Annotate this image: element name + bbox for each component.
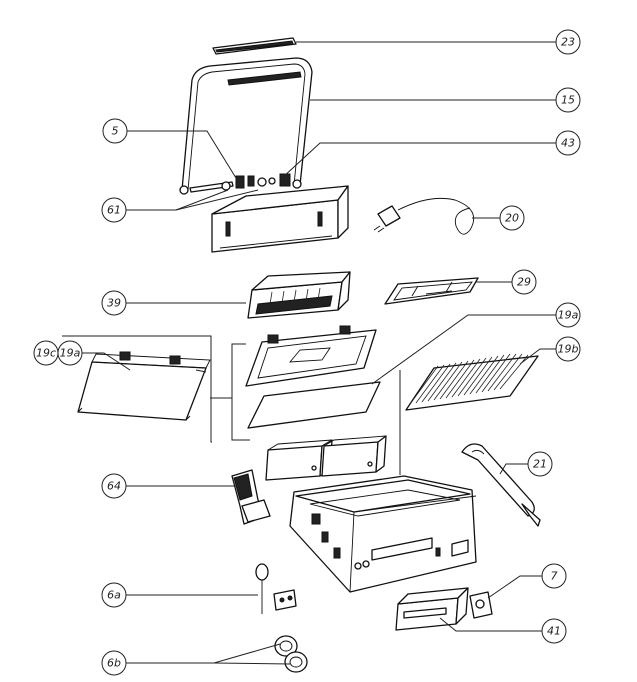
callout-5: 5 (102, 118, 128, 144)
svg-text:19a: 19a (60, 347, 81, 360)
svg-text:7: 7 (551, 570, 558, 583)
part-hinge-assembly (189, 173, 291, 193)
svg-text:61: 61 (107, 204, 121, 217)
part-flat-plate-19a (247, 381, 381, 429)
svg-text:5: 5 (112, 125, 119, 138)
svg-text:23: 23 (561, 36, 575, 49)
svg-text:19a: 19a (558, 309, 579, 322)
svg-text:29: 29 (517, 276, 531, 289)
part-handle-grip (212, 37, 297, 55)
callout-61: 61 (101, 197, 127, 223)
svg-text:39: 39 (107, 297, 121, 310)
callout-39: 39 (101, 290, 127, 316)
svg-text:20: 20 (505, 212, 519, 225)
svg-text:41: 41 (547, 625, 561, 638)
callout-19b: 19b (555, 336, 581, 362)
part-heater-carrier (247, 271, 351, 319)
callout-6a: 6a (101, 582, 127, 608)
part-grill-grate (384, 277, 479, 305)
group-frame-lines (62, 335, 250, 443)
leader-lines (82, 41, 556, 665)
part-switch (469, 591, 493, 619)
svg-text:6b: 6b (107, 657, 121, 670)
part-drip-drawer (395, 587, 469, 631)
svg-text:19c: 19c (36, 347, 56, 360)
callout-19c: 19c (33, 340, 59, 366)
part-handle-frame (179, 57, 313, 195)
part-ribbed-plate-19b (405, 353, 539, 411)
part-power-cord (373, 197, 475, 235)
part-upper-housing (211, 185, 349, 253)
svg-text:64: 64 (107, 480, 121, 493)
callout-15: 15 (555, 87, 581, 113)
svg-text:6a: 6a (107, 589, 121, 602)
callout-41: 41 (541, 618, 567, 644)
callout-64: 64 (101, 473, 127, 499)
part-upper-plate-frame (245, 325, 377, 387)
part-scraper (231, 469, 271, 525)
part-tube (461, 443, 541, 527)
svg-text:43: 43 (561, 137, 575, 150)
part-side-plate-assembly (77, 351, 211, 421)
svg-text:15: 15 (561, 94, 575, 107)
svg-text:19b: 19b (558, 343, 579, 356)
part-thermostat (255, 563, 297, 614)
callout-6b: 6b (101, 650, 127, 676)
part-base-housing (289, 475, 477, 593)
part-heat-shields (265, 435, 387, 481)
callout-20: 20 (499, 205, 525, 231)
part-knob (274, 635, 308, 673)
callout-21: 21 (527, 451, 553, 477)
callout-29: 29 (511, 269, 537, 295)
callout-19a-top: 19a (555, 302, 581, 328)
callout-23: 23 (555, 29, 581, 55)
callout-7: 7 (541, 563, 567, 589)
callout-43: 43 (555, 130, 581, 156)
callout-19a-left: 19a (57, 340, 83, 366)
svg-text:21: 21 (533, 458, 547, 471)
